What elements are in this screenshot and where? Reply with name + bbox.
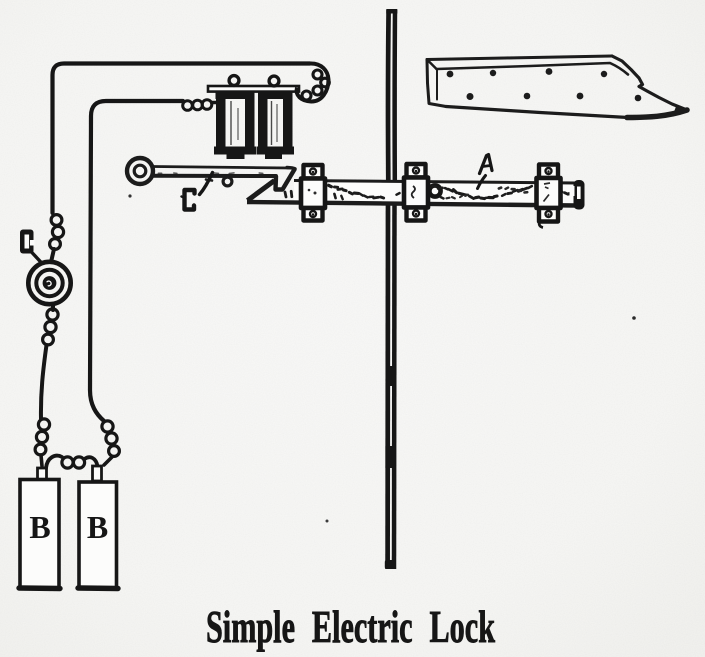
svg-text:Simple Electric Lock: Simple Electric Lock [206,602,495,652]
svg-text:B: B [29,509,50,545]
svg-text:B: B [87,509,108,545]
